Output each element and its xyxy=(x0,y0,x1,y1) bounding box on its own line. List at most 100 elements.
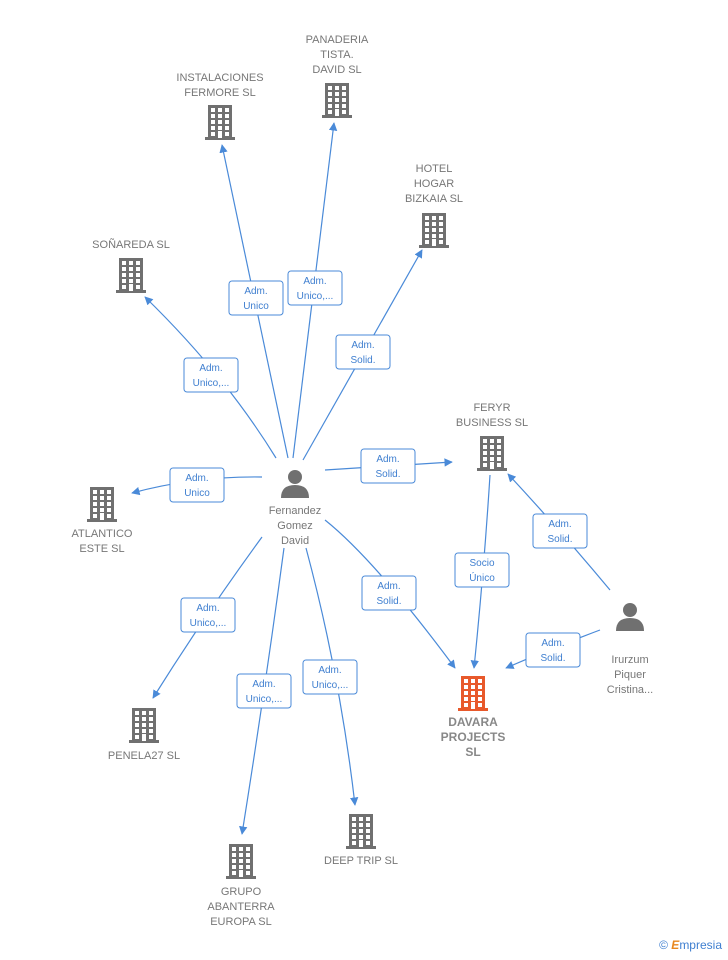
building-window xyxy=(136,279,140,283)
building-base xyxy=(346,846,376,849)
building-window xyxy=(497,457,501,461)
building-window xyxy=(359,829,363,833)
building-window xyxy=(239,865,243,869)
building-window xyxy=(478,703,482,707)
building-window xyxy=(225,114,229,118)
building-window xyxy=(246,871,250,875)
building-window xyxy=(122,273,126,277)
building-window xyxy=(471,679,475,683)
building-window xyxy=(129,273,133,277)
edge-label[interactable]: Adm.Unico xyxy=(228,280,284,316)
edge-fernandez-atlantico: Adm.Unico xyxy=(131,467,263,503)
edge-label[interactable]: Adm.Unico,... xyxy=(302,659,358,695)
edge-label-text: Adm. xyxy=(318,665,341,676)
building-window xyxy=(328,110,332,114)
building-window xyxy=(439,222,443,226)
edge-label-text: Adm. xyxy=(303,276,326,287)
node-label: DAVARA xyxy=(448,715,498,729)
edge-label[interactable]: Adm.Solid. xyxy=(361,575,417,611)
edge-label[interactable]: Adm.Unico,... xyxy=(287,270,343,306)
building-window xyxy=(232,871,236,875)
building-window xyxy=(335,98,339,102)
edge-label[interactable]: Adm.Solid. xyxy=(335,334,391,370)
building-window xyxy=(471,685,475,689)
node-sonareda[interactable]: SOÑAREDA SL xyxy=(92,238,170,293)
building-base xyxy=(226,876,256,879)
building-window xyxy=(328,98,332,102)
edge-label[interactable]: Adm.Solid. xyxy=(532,513,588,549)
building-window xyxy=(490,439,494,443)
building-window xyxy=(328,104,332,108)
building-icon xyxy=(226,844,256,879)
building-window xyxy=(93,508,97,512)
node-irurzum[interactable]: IrurzumPiquerCristina... xyxy=(607,603,653,696)
node-deeptrip[interactable]: DEEP TRIP SL xyxy=(324,814,398,867)
edge-fernandez-feryr: Adm.Solid. xyxy=(324,448,453,484)
building-window xyxy=(107,502,111,506)
edge-fernandez-deeptrip: Adm.Unico,... xyxy=(302,547,359,806)
building-window xyxy=(232,865,236,869)
edge-label[interactable]: Adm.Unico,... xyxy=(183,357,239,393)
building-window xyxy=(232,853,236,857)
building-window xyxy=(335,92,339,96)
edge-label-text: Solid. xyxy=(540,653,565,664)
building-icon xyxy=(87,487,117,522)
edge-label-text: Unico,... xyxy=(246,694,283,705)
building-window xyxy=(135,729,139,733)
edge-label[interactable]: Adm.Unico,... xyxy=(236,673,292,709)
building-base xyxy=(477,468,507,471)
building-window xyxy=(107,514,111,518)
edge-label[interactable]: Adm.Solid. xyxy=(360,448,416,484)
edge-label-box xyxy=(335,334,391,370)
building-window xyxy=(225,108,229,112)
node-label: BIZKAIA SL xyxy=(405,193,463,205)
edge-label[interactable]: Adm.Unico xyxy=(169,467,225,503)
building-icon xyxy=(458,676,488,711)
building-base xyxy=(419,245,449,248)
building-window xyxy=(352,829,356,833)
edge-label[interactable]: Adm. Solid. xyxy=(525,632,581,668)
building-window xyxy=(432,234,436,238)
building-window xyxy=(93,496,97,500)
node-label: INSTALACIONES xyxy=(176,72,263,84)
person-body xyxy=(616,618,644,631)
building-window xyxy=(464,679,468,683)
brand-logo: © Empresia xyxy=(659,938,722,952)
building-window xyxy=(100,496,104,500)
node-penela[interactable]: PENELA27 SL xyxy=(108,708,180,762)
building-window xyxy=(211,114,215,118)
building-window xyxy=(483,463,487,467)
building-window xyxy=(335,104,339,108)
building-window xyxy=(100,502,104,506)
node-label: HOTEL xyxy=(416,163,453,175)
edge-label[interactable]: Adm.Unico,... xyxy=(180,597,236,633)
building-base xyxy=(322,115,352,118)
edge-label-text: Adm. xyxy=(541,638,564,649)
building-window xyxy=(218,120,222,124)
edge-label-text: Adm. xyxy=(196,603,219,614)
building-window xyxy=(464,697,468,701)
building-window xyxy=(218,108,222,112)
building-window xyxy=(439,228,443,232)
node-label: SL xyxy=(465,745,480,759)
building-window xyxy=(471,697,475,701)
edge-label-text: Adm. xyxy=(185,473,208,484)
building-window xyxy=(366,835,370,839)
building-window xyxy=(225,126,229,130)
node-label: ABANTERRA xyxy=(207,901,275,913)
building-window xyxy=(239,859,243,863)
edge-fernandez-penela: Adm.Unico,... xyxy=(152,536,263,699)
building-window xyxy=(483,439,487,443)
node-label: GRUPO xyxy=(221,886,262,898)
building-window xyxy=(478,697,482,701)
node-label: Fernandez xyxy=(269,505,322,517)
